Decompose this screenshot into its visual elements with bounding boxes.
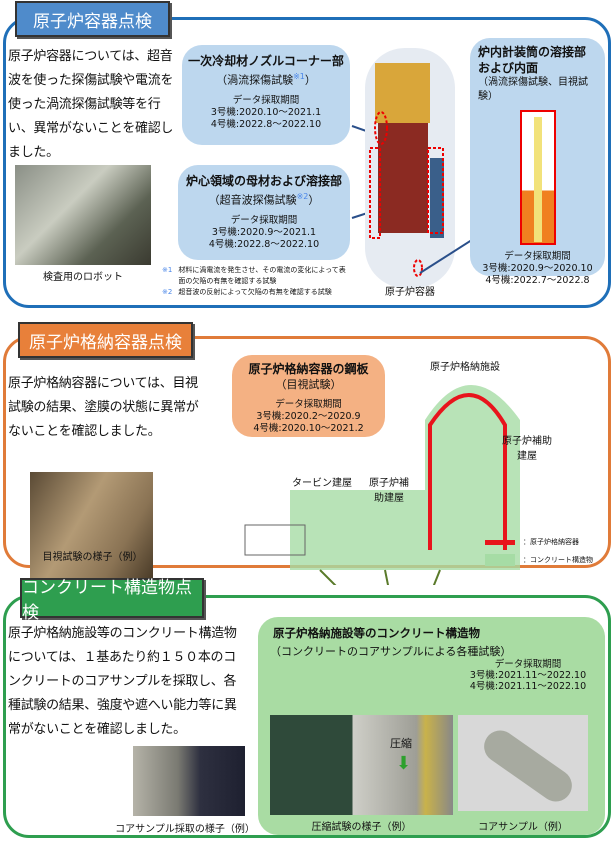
reactor-vessel-diagram [351,48,475,288]
core-title: 炉心領域の母材および溶接部 [185,174,342,188]
note-mark: ※1 [162,266,173,274]
containment-label: 原子炉格納施設 [430,362,500,373]
footnotes: ※1 材料に渦電流を発生させ、その電流の変化によって表面の欠陥の有無を確認する試験… [162,265,352,298]
period-label: データ採取期間 [494,659,562,670]
containment-text: 原子炉格納容器については、目視試験の結果、塗膜の状態に異常がないことを確認しまし… [8,376,199,439]
aux-building-left-label: 原子炉補助建屋 [369,478,409,504]
down-arrow-icon: ⬇ [396,753,412,774]
unit3-period: 3号機:2020.9～2020.10 [482,263,593,274]
legend-swatch-concrete [485,554,515,566]
period-label: データ採取期間 [504,251,571,262]
nozzle-bubble: 一次冷却材ノズルコーナー部 （渦流探傷試験※1） データ採取期間 3号機:202… [182,45,350,145]
unit4-period: 4号機:2022.8～2022.10 [208,238,320,250]
visual-test-photo [30,472,153,594]
containment-diagram [244,385,520,585]
concrete-panel-method: （コンクリートのコアサンプルによる各種試験） [270,645,512,658]
note-mark: ※2 [296,192,309,201]
period-label: データ採取期間 [232,94,300,106]
note-mark: ※1 [293,72,305,81]
aux-building-right-label: 原子炉補助建屋 [502,436,552,462]
core-sample-caption: コアサンプル（例） [478,822,568,833]
vessel-caption: 原子炉容器 [385,287,435,298]
compression-test-photo: 圧縮 ⬇ [270,715,453,815]
unit3-period: 3号機:2020.10～2021.1 [210,106,322,118]
core-bubble: 炉心領域の母材および溶接部 （超音波探傷試験※2） データ採取期間 3号機:20… [178,165,350,260]
concrete-title: コンクリート構造物点検 [20,578,204,623]
core-method: （超音波探傷試験 [208,193,297,207]
core-sampling-caption: コアサンプル採取の様子（例） [115,824,255,835]
unit4-period: 4号機:2022.7～2022.8 [485,275,590,286]
steel-plate-bubble: 原子炉格納容器の鋼板 （目視試験） データ採取期間 3号機:2020.2～202… [232,355,385,437]
legend-label: ：原子炉格納容器 [523,538,579,546]
unit4-period: 4号機:2021.11～2022.10 [469,681,587,692]
nozzle-method: （渦流探傷試験 [216,73,294,87]
unit3-period: 3号機:2020.2～2020.9 [256,411,361,422]
visual-test-caption: 目視試験の様子（例） [42,552,143,563]
concrete-text: 原子炉格納施設等のコンクリート構造物については、１基あたり約１５０本のコンクリー… [8,626,237,737]
compression-test-caption: 圧縮試験の様子（例） [311,822,412,833]
turbine-building-label: タービン建屋 [292,478,352,489]
robot-photo [15,165,151,265]
robot-caption: 検査用のロボット [43,272,123,283]
steel-plate-title: 原子炉格納容器の鋼板 [248,362,369,376]
note-text: 超音波の反射によって欠陥の有無を確認する試験 [178,288,332,296]
unit4-period: 4号機:2022.8～2022.10 [210,118,322,130]
concrete-panel-title: 原子炉格納施設等のコンクリート構造物 [273,626,480,640]
unit3-period: 3号機:2020.9～2021.1 [211,226,317,238]
note-text: 材料に渦電流を発生させ、その電流の変化によって表面の欠陥の有無を確認する試験 [178,266,346,285]
period-label: データ採取期間 [230,214,298,226]
legend-swatch-containment [485,539,515,545]
steel-plate-method: （目視試験） [275,378,342,391]
concrete-panel: 原子炉格納施設等のコンクリート構造物 （コンクリートのコアサンプルによる各種試験… [258,617,605,835]
unit3-period: 3号機:2021.11～2022.10 [469,670,587,681]
paren: ） [304,73,316,87]
core-sample-photo [458,715,588,811]
instrument-method: （渦流探傷試験、目視試験） [478,77,588,102]
paren: ） [308,193,320,207]
unit4-period: 4号機:2020.10～2021.2 [253,423,364,434]
nozzle-title: 一次冷却材ノズルコーナー部 [188,54,344,68]
period-label: データ採取期間 [275,399,342,410]
instrument-title: 炉内計装筒の溶接部および内面 [478,45,587,75]
reactor-vessel-text: 原子炉容器については、超音波を使った探傷試験や電流を使った渦流探傷試験等を行い、… [8,49,174,160]
reactor-vessel-section [3,17,611,308]
core-sampling-photo [133,746,245,816]
reactor-vessel-title: 原子炉容器点検 [15,1,170,37]
instrument-figure [519,110,556,245]
compression-label: 圧縮 [390,737,412,750]
note-mark: ※2 [162,288,173,296]
instrument-bubble: 炉内計装筒の溶接部および内面 （渦流探傷試験、目視試験） データ採取期間 3号機… [470,38,605,286]
concrete-section [3,595,611,838]
containment-title: 原子炉格納容器点検 [18,322,193,358]
legend-label: ：コンクリート構造物 [523,556,593,564]
legend: ：原子炉格納容器 ：コンクリート構造物 [485,535,593,567]
